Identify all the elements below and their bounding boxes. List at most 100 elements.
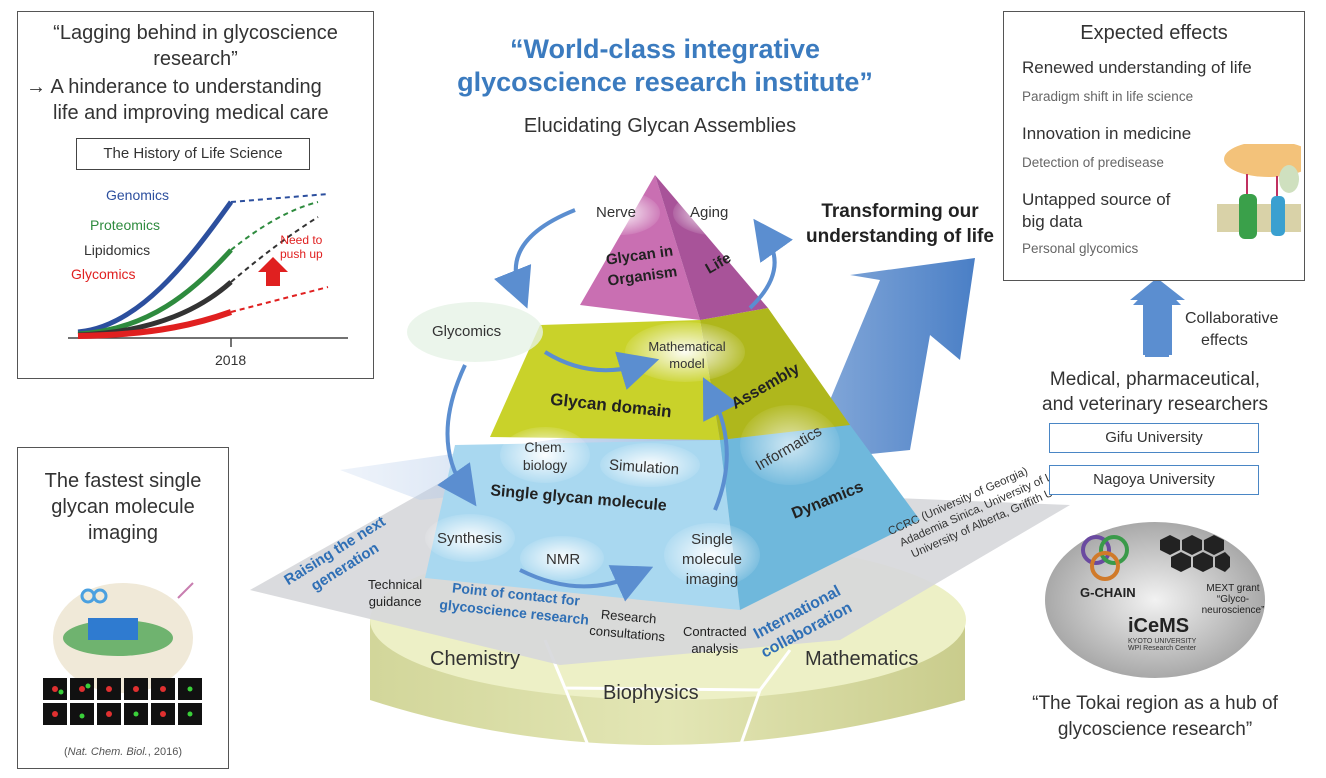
university-gifu: Gifu University xyxy=(1049,423,1259,453)
effect-2-title: Innovation in medicine xyxy=(1022,124,1192,143)
lagging-quote-line1: “Lagging behind in glycoscience xyxy=(53,22,338,44)
label-lipidomics: Lipidomics xyxy=(84,242,151,258)
icems-label: iCeMS xyxy=(1128,615,1190,637)
subtitle: Elucidating Glycan Assemblies xyxy=(523,115,797,137)
technical-line1: Technical xyxy=(368,577,423,592)
collab-arrow-body xyxy=(1133,280,1181,305)
bubble-aging: Aging xyxy=(690,204,729,221)
contracted-line2: analysis xyxy=(691,641,739,656)
bubble-molecule: molecule xyxy=(681,551,743,568)
effect-3-title-line1: Untapped source of xyxy=(1022,190,1171,209)
transform-line2: understanding of life xyxy=(806,226,994,247)
label-proteomics: Proteomics xyxy=(90,217,161,233)
tokai-quote: “The Tokai region as a hub of glycoscien… xyxy=(990,691,1320,743)
bubble-mathematical-model: Mathematical model xyxy=(648,338,726,372)
cell-membrane-illustration xyxy=(1217,144,1301,239)
label-genomics: Genomics xyxy=(106,187,170,203)
bubble-single: Single xyxy=(691,531,733,548)
series-genomics-forecast xyxy=(230,193,329,203)
effect-3-title-line2: big data xyxy=(1022,212,1083,231)
technical-line2: guidance xyxy=(368,594,422,609)
imaging-citation: (Nat. Chem. Biol., 2016) xyxy=(18,746,228,758)
mext-grant-label: MEXT grant “Glyco- neuroscience” xyxy=(1188,583,1278,616)
series-glycomics xyxy=(77,309,233,339)
contracted-line1: Contracted xyxy=(683,624,747,639)
contracted-analysis: Contracted analysis xyxy=(683,623,747,657)
bubble-nerve: Nerve xyxy=(596,204,637,221)
university-nagoya: Nagoya University xyxy=(1049,465,1259,495)
lagging-quote: “Lagging behind in glycoscience research… xyxy=(18,20,373,72)
bubble-model: model xyxy=(669,356,705,371)
mext-line1: MEXT grant xyxy=(1206,583,1260,594)
tokai-line1: “The Tokai region as a hub of xyxy=(1032,693,1278,714)
main-title-line1: “World-class integrative xyxy=(509,34,821,64)
series-proteomics-forecast xyxy=(230,201,319,251)
need-to-push-up: Need to push up xyxy=(280,233,323,261)
base-biophysics: Biophysics xyxy=(603,682,699,704)
effect-2-detail: Detection of predisease xyxy=(1022,155,1164,170)
researchers-label: Medical, pharmaceutical, and veterinary … xyxy=(1010,367,1300,417)
collab-arrow-shaft xyxy=(1145,305,1169,357)
x-tick-2018: 2018 xyxy=(215,352,247,368)
citation-journal: Nat. Chem. Biol. xyxy=(67,746,148,758)
history-label: The History of Life Science xyxy=(76,138,310,170)
main-title-line2: glycoscience research institute” xyxy=(457,67,873,97)
citation-prefix: ( xyxy=(63,746,68,758)
mext-line2: “Glyco- xyxy=(1216,594,1250,605)
collaborative-effects: Collaborative effects xyxy=(1185,308,1278,352)
hinderance-text: → A hinderance to understanding life and… xyxy=(26,74,371,126)
push-up-arrow xyxy=(258,257,288,286)
bubble-chem: Chem. xyxy=(524,439,566,455)
imaging-title-line2: glycan molecule xyxy=(51,496,195,518)
transform-line1: Transforming our xyxy=(821,201,979,222)
technical-guidance: Technical guidance xyxy=(368,576,422,610)
main-title: “World-class integrative glycoscience re… xyxy=(395,33,935,99)
mext-line3: neuroscience” xyxy=(1201,605,1265,616)
collab-line2: effects xyxy=(1201,332,1248,349)
collab-line1: Collaborative xyxy=(1185,310,1279,327)
transform-label: Transforming our understanding of life xyxy=(790,199,1010,249)
citation-suffix: , 2016) xyxy=(147,746,182,758)
base-chemistry: Chemistry xyxy=(430,648,521,670)
push-up: push up xyxy=(280,247,323,261)
imaging-title-line3: imaging xyxy=(87,522,159,544)
history-chart xyxy=(68,193,348,347)
g-chain-logo xyxy=(1081,535,1129,581)
research-consultations: Research consultations xyxy=(589,605,668,645)
cycle-arrows xyxy=(437,208,793,602)
bubble-mathematical: Mathematical xyxy=(648,339,726,354)
effect-3-title: Untapped source of big data xyxy=(1022,189,1170,233)
imaging-panel: The fastest single glycan molecule imagi… xyxy=(17,447,229,769)
effect-1-detail: Paradigm shift in life science xyxy=(1022,89,1194,104)
hinderance-line1: → A hinderance to understanding xyxy=(26,76,322,98)
series-glycomics-forecast xyxy=(230,286,329,313)
expected-effects-panel: Expected effects Renewed understanding o… xyxy=(1003,11,1305,281)
imaging-title-line1: The fastest single xyxy=(44,470,202,492)
researchers-line2: and veterinary researchers xyxy=(1042,394,1268,415)
label-glycomics: Glycomics xyxy=(71,266,136,282)
imaging-illustration xyxy=(43,582,202,725)
series-lipidomics-forecast xyxy=(230,216,319,283)
researchers-line1: Medical, pharmaceutical, xyxy=(1049,369,1261,390)
bubble-imaging: imaging xyxy=(685,571,739,588)
bubble-biology: biology xyxy=(522,457,568,473)
lagging-quote-line2: research” xyxy=(153,48,238,70)
g-chain-label: G-CHAIN xyxy=(1080,585,1136,600)
tokai-line2: glycoscience research” xyxy=(1057,719,1253,740)
bubble-glycomics: Glycomics xyxy=(432,323,502,340)
need-to: Need to xyxy=(280,233,323,247)
bubble-nmr: NMR xyxy=(546,551,581,568)
bubble-synthesis: Synthesis xyxy=(437,530,503,547)
hinderance-line2: life and improving medical care xyxy=(53,102,329,124)
bubble-chem-biology: Chem. biology xyxy=(515,438,575,474)
base-mathematics: Mathematics xyxy=(805,648,919,670)
bubble-single-molecule-imaging: Single molecule imaging xyxy=(672,530,752,590)
icems-sub1: KYOTO UNIVERSITY xyxy=(1128,638,1197,645)
icems-sub2: WPI Research Center xyxy=(1128,645,1197,652)
expected-effects-heading: Expected effects xyxy=(1080,22,1228,44)
icems-logo: iCeMS KYOTO UNIVERSITY WPI Research Cent… xyxy=(1100,615,1210,652)
bubbles xyxy=(407,191,840,587)
history-panel: “Lagging behind in glycoscience research… xyxy=(17,11,374,379)
effect-3-detail: Personal glycomics xyxy=(1022,241,1139,256)
